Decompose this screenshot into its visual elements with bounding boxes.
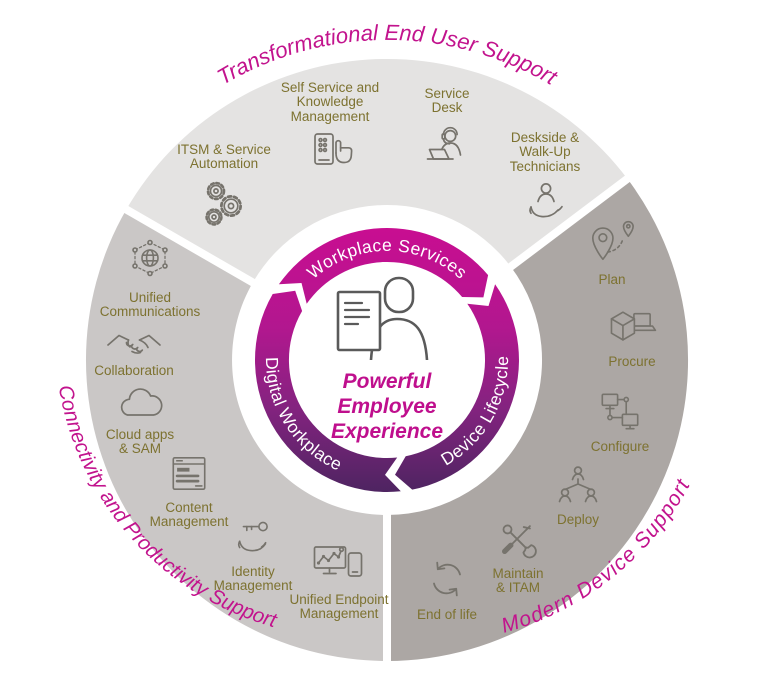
cloud-icon bbox=[120, 388, 163, 416]
item-end-of-life: End of life bbox=[372, 557, 522, 622]
item-label: Cloud apps & SAM bbox=[105, 427, 175, 457]
item-label: Deskside & Walk-Up Technicians bbox=[509, 130, 581, 174]
item-itsm-service-automation: ITSM & Service Automation bbox=[149, 142, 299, 227]
item-label: Content Management bbox=[149, 500, 229, 530]
item-configure: Configure bbox=[545, 389, 695, 454]
item-unified-communications: Unified Communications bbox=[75, 234, 225, 320]
self-service-icon bbox=[314, 133, 353, 166]
item-cloud-apps-sam: Cloud apps & SAM bbox=[65, 385, 215, 457]
item-deploy: Deploy bbox=[503, 464, 653, 527]
item-label: Procure bbox=[608, 354, 656, 369]
item-deskside-technicians: Deskside & Walk-Up Technicians bbox=[470, 130, 620, 225]
content-management-icon bbox=[172, 457, 206, 491]
item-service-desk: Service Desk bbox=[372, 86, 522, 169]
center-title: Powerful Employee Experience bbox=[330, 370, 444, 443]
item-label: Collaboration bbox=[94, 363, 174, 378]
end-of-life-icon bbox=[433, 561, 461, 597]
person-presentation-icon bbox=[336, 276, 429, 360]
item-maintain-itam: Maintain & ITAM bbox=[443, 518, 593, 596]
item-label: ITSM & Service Automation bbox=[177, 142, 271, 172]
deploy-icon bbox=[558, 466, 598, 503]
item-label: Configure bbox=[590, 439, 650, 454]
item-self-service: Self Service and Knowledge Management bbox=[255, 80, 405, 177]
procure-icon bbox=[610, 311, 657, 341]
item-unified-endpoint-management: Unified Endpoint Management bbox=[264, 540, 414, 622]
item-label: Unified Endpoint Management bbox=[289, 592, 389, 622]
item-label: Maintain & ITAM bbox=[492, 566, 544, 596]
ring-band-workplace-services bbox=[278, 228, 489, 304]
gears-icon bbox=[205, 181, 243, 226]
item-identity-management: Identity Management bbox=[178, 518, 328, 594]
collaboration-icon bbox=[107, 334, 161, 354]
item-label: Service Desk bbox=[424, 86, 470, 116]
item-content-management: Content Management bbox=[114, 454, 264, 530]
item-collaboration: Collaboration bbox=[59, 323, 209, 378]
segment-workplace-services-arc bbox=[126, 58, 628, 283]
ring-band-device-lifecycle bbox=[395, 284, 519, 490]
uem-icon bbox=[313, 546, 363, 577]
item-procure: Procure bbox=[557, 306, 707, 369]
service-desk-icon bbox=[426, 126, 462, 160]
segment-device-lifecycle-arc bbox=[387, 178, 689, 662]
item-plan: Plan bbox=[537, 218, 687, 287]
item-label: Deploy bbox=[556, 512, 600, 527]
configure-icon bbox=[601, 393, 639, 430]
maintain-icon bbox=[502, 524, 537, 559]
identity-management-icon bbox=[237, 521, 268, 552]
ring-band-digital-workplace bbox=[255, 290, 401, 493]
item-label: End of life bbox=[416, 607, 478, 622]
unified-communications-icon bbox=[132, 239, 168, 277]
segment-digital-workplace-arc bbox=[85, 209, 387, 661]
item-label: Plan bbox=[598, 272, 626, 287]
item-label: Self Service and Knowledge Management bbox=[280, 80, 380, 124]
item-label: Identity Management bbox=[213, 564, 293, 594]
deskside-icon bbox=[529, 183, 563, 218]
item-label: Unified Communications bbox=[99, 290, 201, 320]
plan-icon bbox=[591, 220, 634, 261]
segment-dividers bbox=[116, 171, 636, 666]
